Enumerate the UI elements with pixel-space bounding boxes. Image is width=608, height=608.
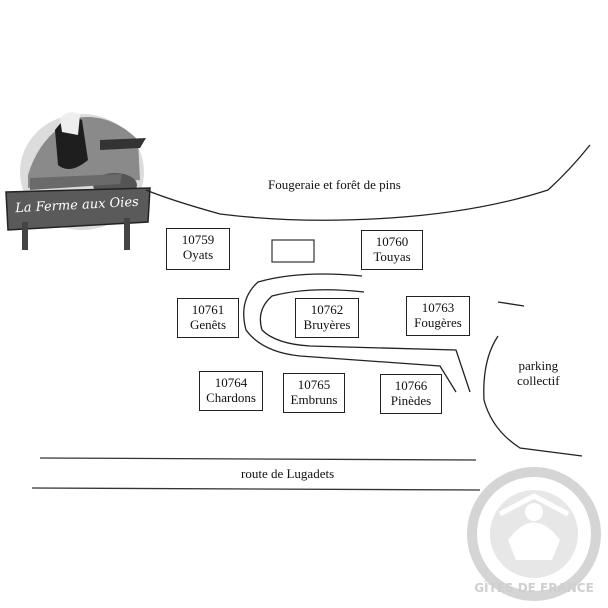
road-edge-top	[39, 457, 477, 461]
parking-label-line-2: collectif	[517, 373, 560, 388]
lot-10762[interactable]: 10762 Bruyères	[295, 298, 359, 338]
lot-name: Genêts	[189, 317, 227, 332]
lot-id: 10764	[214, 375, 248, 390]
inner-path-outer	[243, 273, 457, 393]
lot-10765[interactable]: 10765 Embruns	[283, 373, 345, 413]
lot-10764[interactable]: 10764 Chardons	[199, 371, 263, 411]
parking-boundary	[483, 335, 583, 457]
forest-label: Fougeraie et forêt de pins	[268, 177, 401, 192]
road-label: route de Lugadets	[241, 466, 335, 481]
inner-path-end	[497, 301, 525, 307]
parking-label-line-1: parking	[518, 358, 559, 373]
small-building	[271, 239, 315, 263]
lot-name: Bruyères	[303, 317, 351, 332]
lot-id: 10763	[421, 300, 455, 315]
lot-name: Oyats	[182, 247, 214, 262]
lot-name: Pinèdes	[390, 393, 432, 408]
forest-edge	[145, 144, 591, 221]
watermark-text: GÎTES DE FRANCE	[474, 580, 594, 595]
lot-id: 10761	[191, 302, 225, 317]
road-edge-bottom	[31, 487, 481, 491]
lot-id: 10762	[310, 302, 344, 317]
lot-name: Fougères	[414, 315, 462, 330]
gites-de-france-watermark: GÎTES DE FRANCE	[467, 467, 601, 601]
lot-10761[interactable]: 10761 Genêts	[177, 298, 239, 338]
parking-label: parking collectif	[517, 358, 560, 388]
lot-id: 10759	[181, 232, 215, 247]
inner-path-inner	[259, 289, 471, 393]
ferme-aux-oies-logo	[5, 112, 151, 250]
lot-name: Embruns	[290, 392, 338, 407]
lot-10763[interactable]: 10763 Fougères	[406, 296, 470, 336]
lot-name: Chardons	[206, 390, 256, 405]
lot-id: 10766	[394, 378, 428, 393]
lot-id: 10760	[375, 234, 409, 249]
lot-10760[interactable]: 10760 Touyas	[361, 230, 423, 270]
lot-name: Touyas	[373, 249, 411, 264]
lot-10766[interactable]: 10766 Pinèdes	[380, 374, 442, 414]
lot-id: 10765	[297, 377, 331, 392]
lot-10759[interactable]: 10759 Oyats	[166, 228, 230, 270]
